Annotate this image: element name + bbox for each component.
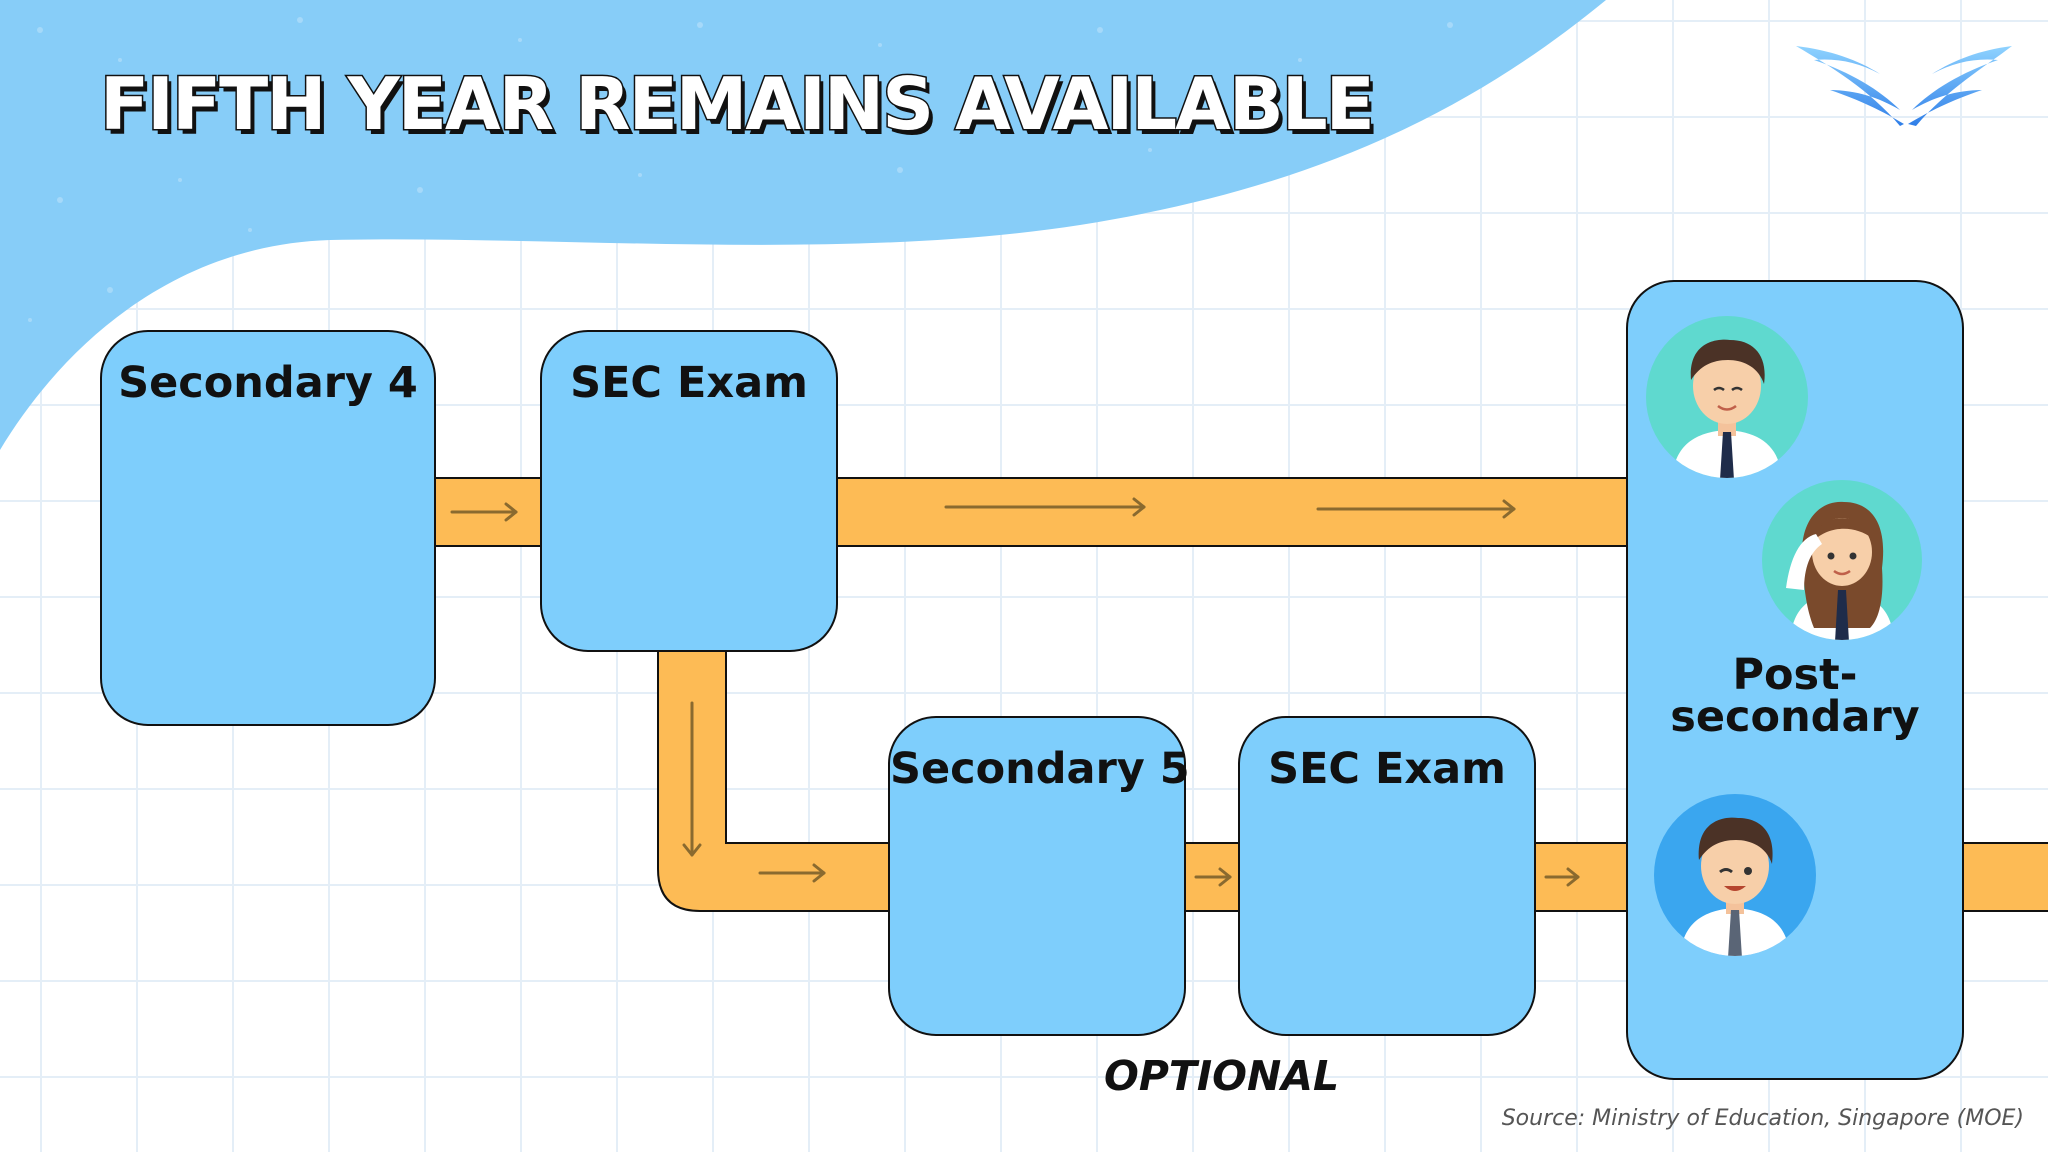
student-boy-icon xyxy=(1646,316,1808,478)
page-title: FIFTH YEAR REMAINS AVAILABLE xyxy=(99,61,1377,148)
node-secondary-5: Secondary 5 xyxy=(888,716,1190,1036)
node-secondary-5-label: Secondary 5 xyxy=(890,744,1190,794)
post-secondary-line-2: secondary xyxy=(1670,692,1920,742)
arrow-down-icon xyxy=(682,701,702,857)
node-sec-exam-2-label: SEC Exam xyxy=(1268,744,1506,794)
arrow-right-icon xyxy=(758,863,826,883)
path-exam-to-sec5 xyxy=(657,639,901,912)
node-sec-exam-1: SEC Exam xyxy=(540,330,838,652)
student-girl-icon xyxy=(1762,480,1922,640)
node-secondary-4: Secondary 4 xyxy=(100,330,436,726)
path-exam-to-post xyxy=(827,477,1635,547)
source-note: Source: Ministry of Education, Singapore… xyxy=(1501,1106,2024,1131)
post-secondary-line-1: Post- xyxy=(1732,650,1858,700)
node-post-secondary-label: Post- secondary xyxy=(1628,650,1962,742)
student-boy-winking-icon xyxy=(1654,794,1816,956)
node-secondary-4-label: Secondary 4 xyxy=(118,358,418,408)
optional-label: OPTIONAL xyxy=(1104,1052,1340,1100)
arrow-right-icon xyxy=(944,497,1146,517)
arrow-right-icon xyxy=(1316,499,1516,519)
arrow-right-icon xyxy=(450,502,518,522)
node-sec-exam-1-label: SEC Exam xyxy=(570,358,808,408)
arrow-right-icon xyxy=(1194,867,1232,887)
arrow-right-icon xyxy=(1544,867,1580,887)
node-sec-exam-2: SEC Exam xyxy=(1238,716,1536,1036)
